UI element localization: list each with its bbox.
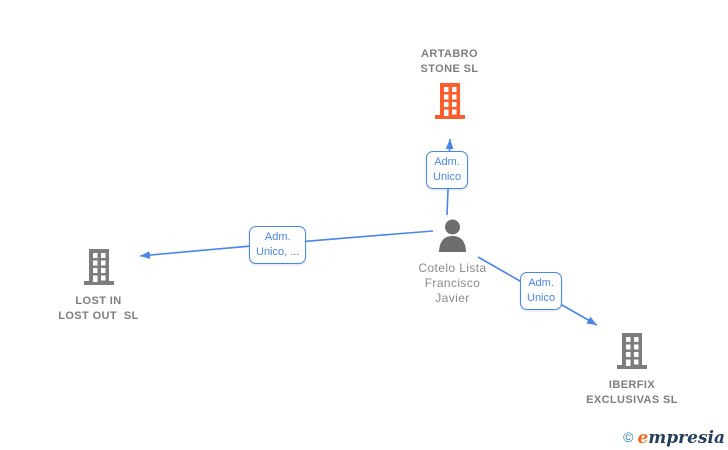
edge-label-adm-unico-lostin[interactable]: Adm. Unico, ... (249, 226, 307, 264)
brand-logo-text: empresia (637, 428, 725, 448)
person-icon[interactable] (436, 219, 469, 252)
person-name[interactable]: Cotelo Lista Francisco Javier (418, 261, 487, 305)
building-icon[interactable] (433, 83, 467, 119)
person-node-cotelo-lista[interactable]: Cotelo Lista Francisco Javier (380, 219, 525, 306)
company-node-iberfix-exclusivas[interactable]: IBERFIX EXCLUSIVAS SL (558, 333, 706, 408)
building-icon[interactable] (82, 249, 116, 285)
company-node-lost-in-lost-out[interactable]: LOST IN LOST OUT SL (26, 249, 171, 324)
company-name[interactable]: ARTABRO STONE SL (420, 48, 479, 75)
copyright-icon: © (623, 429, 634, 445)
edge-label-adm-unico-iberfix[interactable]: Adm. Unico (520, 272, 563, 310)
company-name[interactable]: LOST IN LOST OUT SL (58, 295, 139, 322)
building-icon[interactable] (615, 333, 649, 369)
edge-label-adm-unico-artabro[interactable]: Adm. Unico (426, 151, 469, 189)
empresia-watermark: ©empresia (623, 428, 725, 448)
company-node-artabro-stone[interactable]: ARTABRO STONE SL (377, 47, 522, 124)
company-name[interactable]: IBERFIX EXCLUSIVAS SL (586, 379, 678, 406)
